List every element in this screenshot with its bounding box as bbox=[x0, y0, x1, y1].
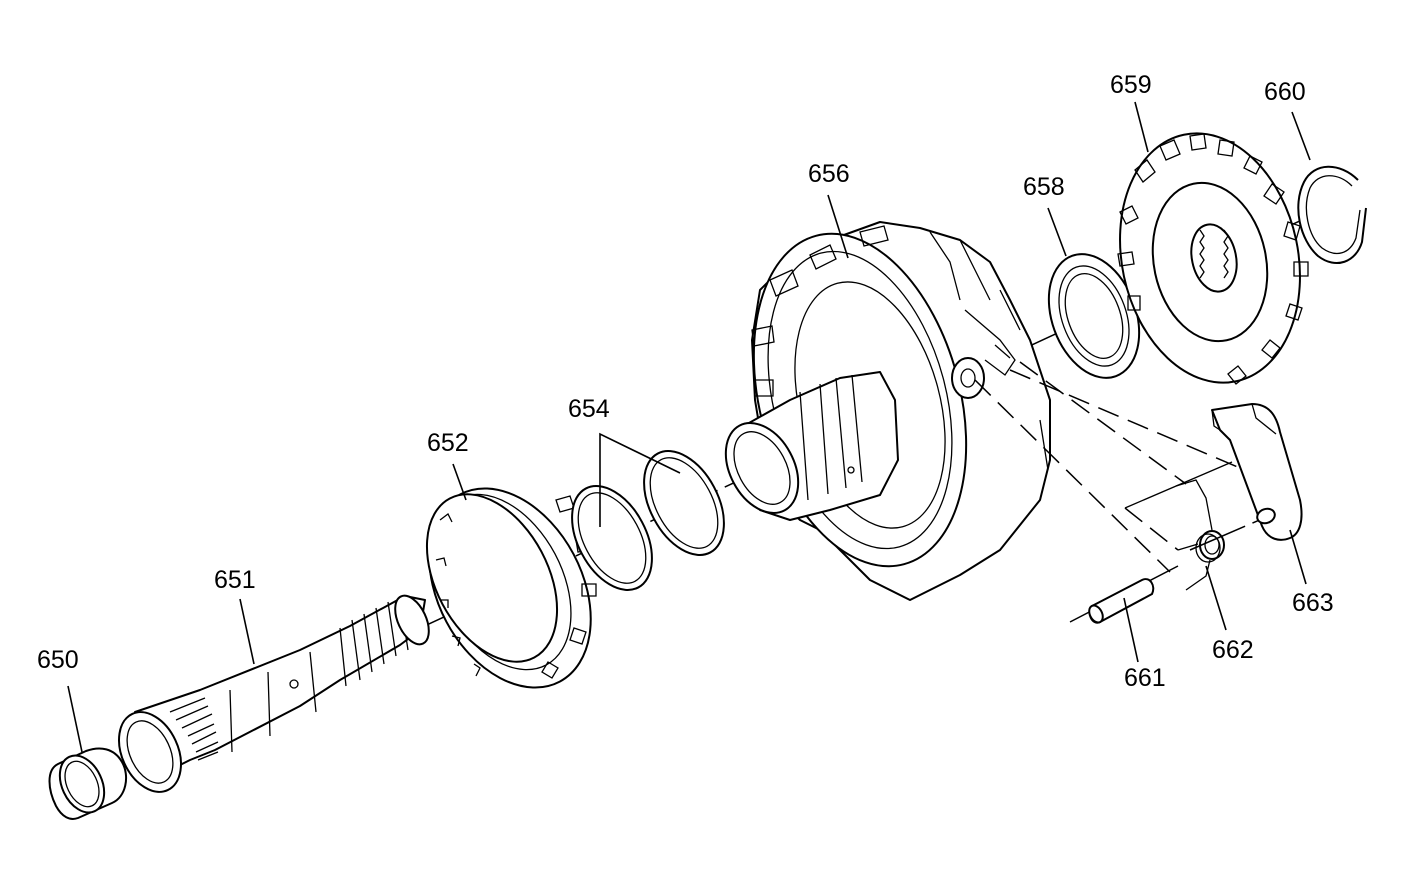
callout-659: 659 bbox=[1110, 71, 1152, 99]
part-662-spring bbox=[1175, 479, 1225, 591]
assembly-dash-lines bbox=[974, 361, 1241, 573]
part-650-bushing bbox=[48, 747, 128, 820]
part-660-snap-ring bbox=[1297, 165, 1367, 265]
callout-656: 656 bbox=[808, 160, 850, 188]
part-651-shaft bbox=[118, 594, 430, 793]
leader-lines bbox=[67, 101, 1311, 753]
callout-660: 660 bbox=[1264, 78, 1306, 106]
callout-663: 663 bbox=[1292, 589, 1334, 617]
part-661-pin bbox=[1069, 565, 1179, 624]
part-663-lever bbox=[1189, 403, 1303, 551]
callout-651: 651 bbox=[214, 566, 256, 594]
callout-650: 650 bbox=[37, 646, 79, 674]
callout-658: 658 bbox=[1023, 173, 1065, 201]
callout-654: 654 bbox=[568, 395, 610, 423]
part-654-seal-rings bbox=[571, 450, 725, 591]
callout-652: 652 bbox=[427, 429, 469, 457]
part-656-housing bbox=[724, 221, 1051, 601]
part-652-splined-ring bbox=[425, 487, 597, 689]
callout-661: 661 bbox=[1124, 664, 1166, 692]
callout-662: 662 bbox=[1212, 636, 1254, 664]
part-659-gear bbox=[1117, 132, 1309, 385]
